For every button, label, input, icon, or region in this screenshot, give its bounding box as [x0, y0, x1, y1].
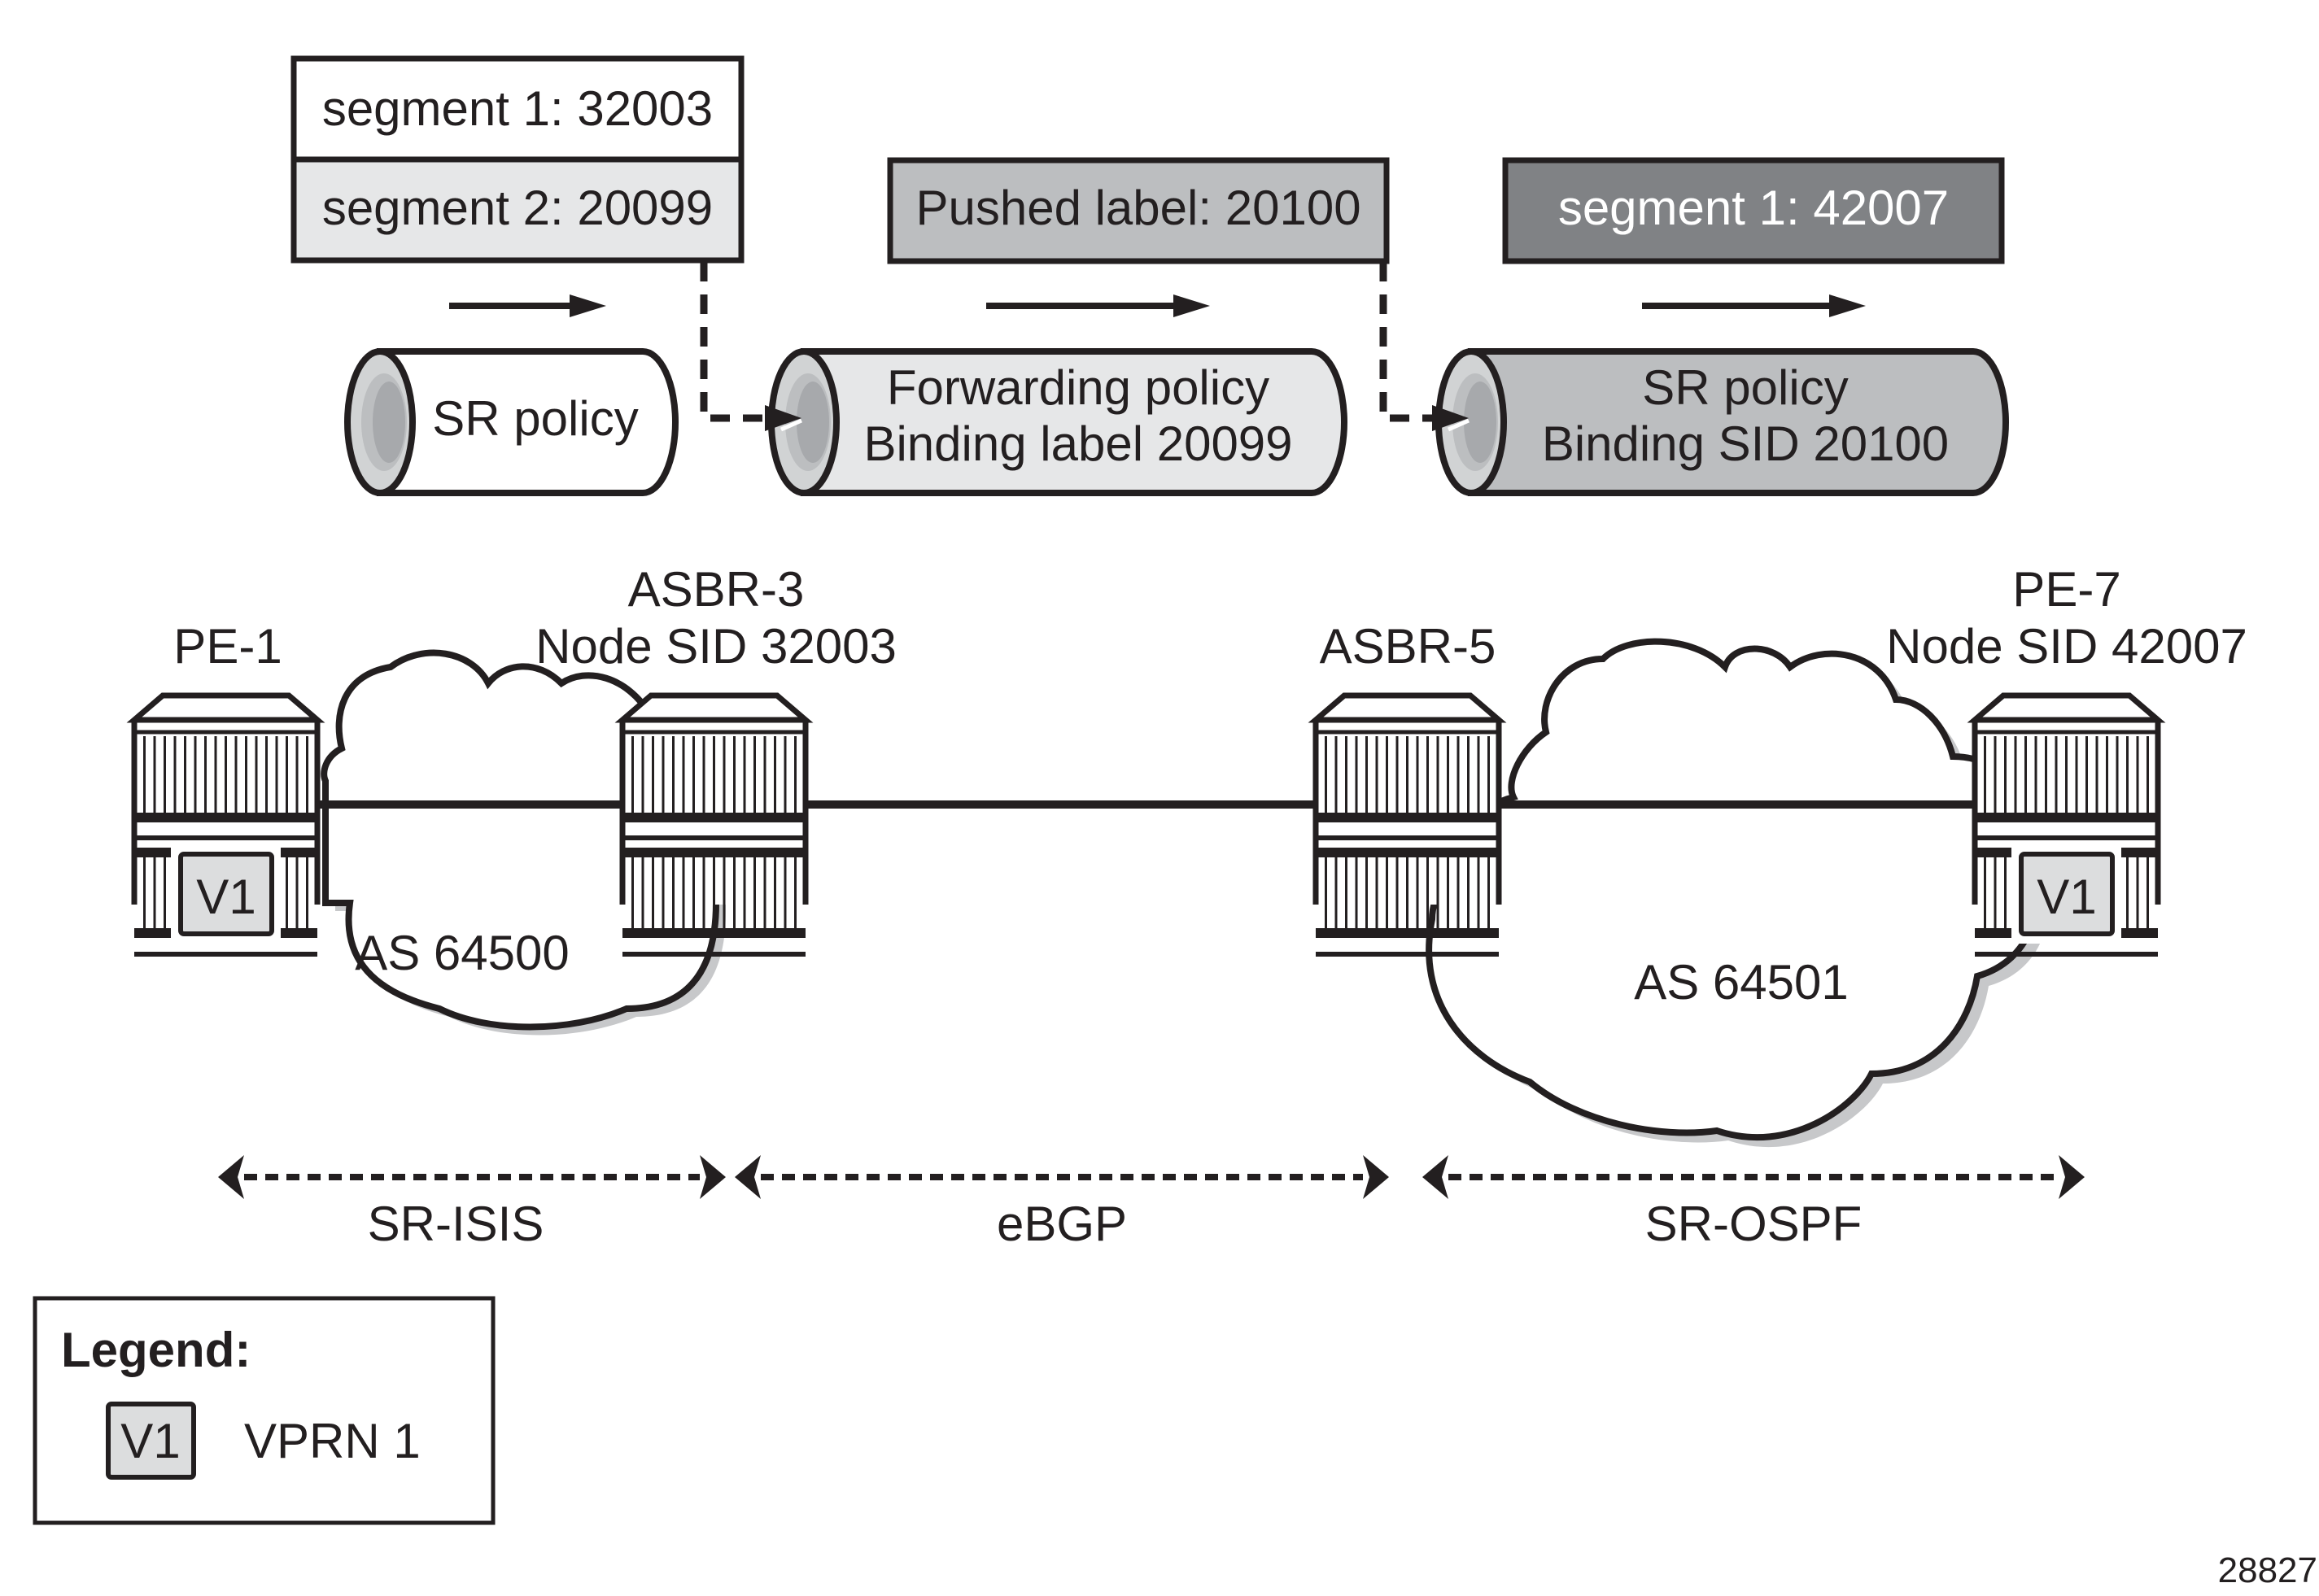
node-label-asbr3: ASBR-3	[628, 562, 805, 617]
tunnel-forwarding-policy: Forwarding policy Binding label 20099	[768, 348, 1347, 496]
protocol-label: SR-OSPF	[1645, 1197, 1863, 1251]
direction-arrow-icon	[1642, 294, 1866, 317]
figure-id: 28827	[2218, 1550, 2317, 1590]
vprn-icon	[2019, 852, 2115, 936]
segment-row: segment 1: 32003	[322, 81, 713, 136]
direction-arrow-icon	[986, 294, 1210, 317]
node-label-pe7: PE-7	[2012, 562, 2120, 617]
as-label: AS 64500	[355, 926, 570, 980]
vprn-label: V1	[196, 870, 255, 924]
tunnel-sr-policy-2: SR policy Binding SID 20100	[1435, 348, 2009, 496]
legend: Legend: V1 VPRN 1	[33, 1296, 496, 1525]
as-cloud-64501: AS 64501	[1426, 638, 2049, 1148]
legend-symbol: V1	[120, 1414, 180, 1468]
segment-row: segment 1: 42007	[1558, 181, 1949, 235]
protocol-label: eBGP	[997, 1197, 1127, 1251]
tunnel-label: SR policy	[432, 391, 638, 446]
as-label: AS 64501	[1634, 955, 1849, 1009]
protocol-span-ebgp: eBGP	[735, 1155, 1389, 1251]
node-sid-asbr3: Node SID 32003	[535, 619, 897, 674]
protocol-span-sr-isis: SR-ISIS	[218, 1155, 726, 1251]
router-icon-pe-7: V1	[1967, 692, 2166, 957]
tunnel-label: Binding SID 20100	[1542, 416, 1949, 471]
node-label-pe1: PE-1	[173, 619, 282, 674]
vprn-symbol-icon	[106, 1402, 196, 1480]
router-icon-asbr-5	[1308, 692, 1507, 957]
node-label-asbr5: ASBR-5	[1320, 619, 1496, 674]
tunnel-label: Forwarding policy	[887, 360, 1269, 415]
node-sid-pe7: Node SID 42007	[1886, 619, 2247, 674]
tunnel-sr-policy-1: SR policy	[344, 348, 679, 496]
binding-connector	[1379, 262, 1470, 432]
direction-arrow-icon	[449, 294, 606, 317]
legend-title: Legend:	[61, 1323, 251, 1377]
router-icon-asbr-3	[614, 692, 814, 957]
tunnel-label: Binding label 20099	[863, 416, 1292, 471]
pushed-label-text: Pushed label: 20100	[915, 181, 1360, 235]
segment-list-box-1: segment 1: 32003 segment 2: 20099	[290, 55, 745, 264]
segment-list-box-2: Pushed label: 20100	[887, 157, 1390, 264]
binding-connector	[700, 262, 803, 432]
vprn-label: V1	[2037, 870, 2096, 924]
router-icon-pe-1: V1	[126, 692, 325, 957]
protocol-span-sr-ospf: SR-OSPF	[1422, 1155, 2085, 1251]
vprn-icon	[178, 852, 274, 936]
segment-list-box-3: segment 1: 42007	[1502, 157, 2005, 264]
segment-row: segment 2: 20099	[322, 181, 713, 235]
protocol-label: SR-ISIS	[368, 1197, 544, 1251]
tunnel-label: SR policy	[1642, 360, 1848, 415]
legend-item-label: VPRN 1	[244, 1414, 421, 1468]
